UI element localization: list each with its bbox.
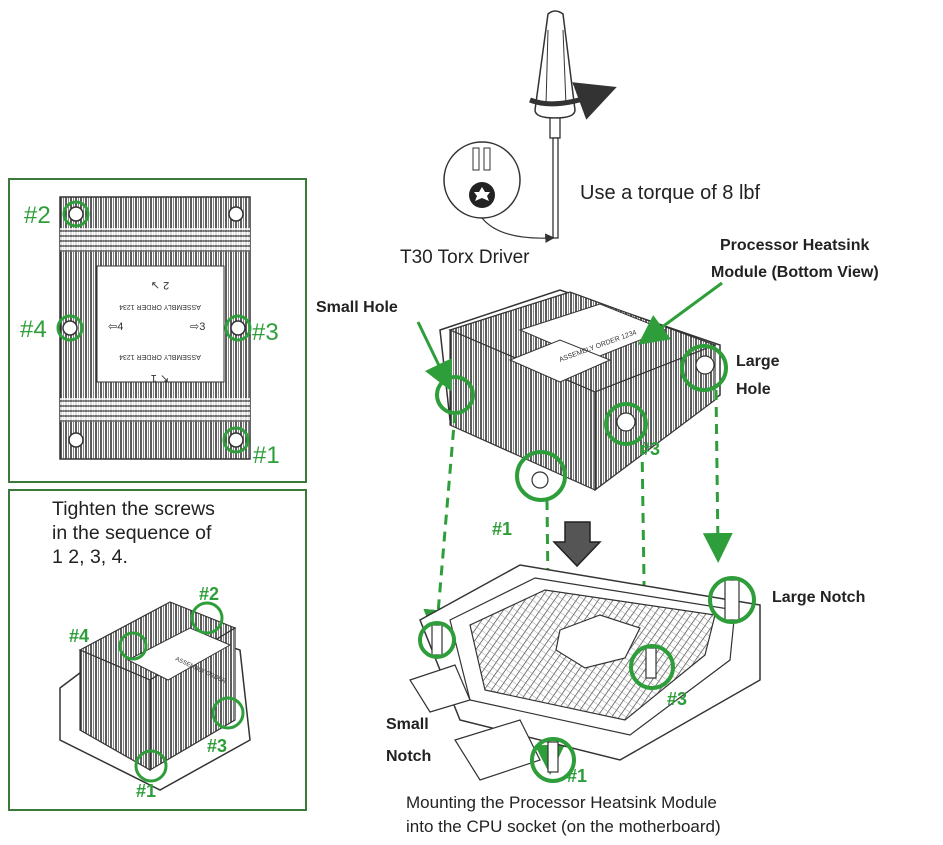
screw-ring-4	[56, 314, 84, 342]
cpu-socket	[409, 564, 761, 781]
seq-label-2: #2	[199, 584, 219, 604]
top-label-1: #1	[253, 442, 280, 469]
down-arrow-icon	[552, 521, 602, 568]
svg-text:↖ 1: ↖ 1	[151, 372, 169, 384]
socket-stud-ring-3	[629, 644, 675, 690]
seq-label-4: #4	[69, 626, 89, 646]
main-label-3-top: #3	[640, 439, 660, 459]
large-notch-label: Large Notch	[772, 589, 865, 606]
screw-ring-1	[222, 426, 250, 454]
caption-line2: into the CPU socket (on the motherboard)	[406, 817, 721, 836]
large-notch-ring	[708, 576, 756, 624]
sequence-panel: ASSEMBLY ORDER #4 #2 #3 #1	[8, 489, 307, 811]
heatsink-bottom-view: ASSEMBLY ORDER 1234	[439, 289, 721, 492]
large-hole-label-line1: Large	[736, 353, 780, 370]
top-label-2: #2	[24, 202, 51, 229]
svg-text:⇦4: ⇦4	[108, 321, 123, 333]
screw-hole-ring-1	[515, 450, 567, 502]
svg-text:ASSEMBLY ORDER 1234: ASSEMBLY ORDER 1234	[119, 353, 201, 360]
heatsink-label-line1: Processor Heatsink	[720, 237, 870, 254]
small-notch-label-line1: Small	[386, 716, 429, 733]
torx-screwdriver	[443, 10, 617, 243]
torque-text: Use a torque of 8 lbf	[580, 182, 761, 204]
seq-label-1: #1	[136, 781, 156, 801]
main-label-1-top: #1	[492, 519, 512, 539]
tighten-instruction: Tighten the screws in the sequence of 1 …	[52, 498, 215, 568]
top-label-3: #3	[252, 319, 279, 346]
heatsink-label-line2: Module (Bottom View)	[711, 264, 879, 281]
large-hole-ring	[680, 344, 728, 392]
main-label-1-bottom: #1	[567, 766, 587, 786]
screw-hole-ring-3	[604, 402, 648, 446]
top-view-panel: 2 ↘ ASSEMBLY ORDER 1234 ⇦4 ⇨3 ASSEMBLY O…	[8, 178, 307, 483]
svg-text:⇨3: ⇨3	[190, 321, 205, 333]
main-label-3-bottom: #3	[667, 689, 687, 709]
caption-line1: Mounting the Processor Heatsink Module	[406, 793, 717, 812]
top-label-4: #4	[20, 316, 47, 343]
seq-label-3: #3	[207, 736, 227, 756]
small-notch-ring	[418, 621, 456, 659]
svg-text:ASSEMBLY ORDER 1234: ASSEMBLY ORDER 1234	[119, 303, 201, 310]
small-hole-label: Small Hole	[316, 299, 398, 316]
large-hole-label-line2: Hole	[736, 381, 771, 398]
screw-ring-3	[224, 314, 252, 342]
small-notch-label-line2: Notch	[386, 748, 431, 765]
screw-ring-2	[62, 200, 90, 228]
svg-text:2 ↘: 2 ↘	[151, 279, 169, 291]
driver-label: T30 Torx Driver	[400, 247, 530, 268]
socket-stud-ring-1	[530, 737, 576, 783]
